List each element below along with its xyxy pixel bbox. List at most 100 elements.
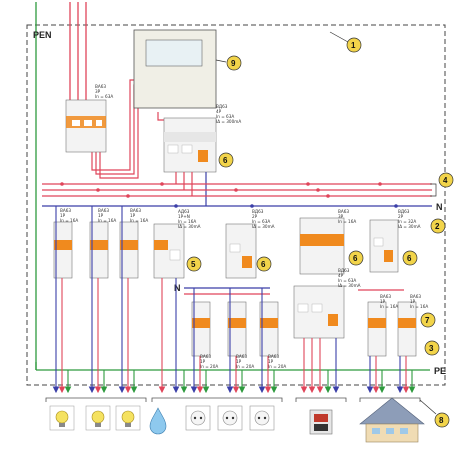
svg-text:6: 6 [223, 156, 228, 165]
main-breaker-name: BA63 [95, 84, 106, 89]
bus-junctions [60, 182, 398, 208]
row1-2-line2: In = 16A [98, 218, 116, 223]
row1-7-line3: IΔ = 30mA [398, 224, 421, 229]
callout-2: 2 [430, 218, 446, 234]
row1-3-line1: 1P [130, 213, 136, 218]
row2-5-line2: In = 16A [380, 304, 398, 309]
row2-3-name: BA63 [268, 354, 279, 359]
main-breaker [65, 99, 107, 153]
row1-7-line1: 2P [398, 214, 404, 219]
socket-icon [217, 405, 243, 431]
pen-label: PEN [33, 30, 52, 40]
row2-4-line3: IΔ = 30mA [338, 283, 361, 288]
svg-text:6: 6 [407, 254, 412, 263]
load-brackets [45, 397, 421, 402]
callout-8: 8 [419, 399, 450, 428]
main-rcd [163, 117, 217, 173]
row2-2-line2: In = 20A [236, 364, 254, 369]
row1-7-line2: In = 32A [398, 219, 416, 224]
svg-text:9: 9 [231, 59, 236, 68]
socket-icon [185, 405, 211, 431]
rcd-row2-4 [293, 285, 345, 339]
row1-6-line2: In = 16A [338, 219, 356, 224]
row2-3-line2: In = 20A [268, 364, 286, 369]
breaker-row2-6 [397, 301, 417, 357]
incoming-lines [35, 2, 87, 370]
row2-1-line2: In = 20A [200, 364, 218, 369]
breaker-row2-5 [367, 301, 387, 357]
outgoing-pe-wires [64, 370, 416, 394]
socket-icon [249, 405, 275, 431]
row1-6-line1: 3P [338, 214, 344, 219]
row2-devices [191, 285, 417, 357]
svg-text:6: 6 [261, 260, 266, 269]
row2-4-line1: 4P [338, 273, 344, 278]
main-rcd-name: ВД63 [216, 104, 228, 109]
row2-3-line1: 1P [268, 359, 274, 364]
main-breaker-line-1: 3P [95, 89, 101, 94]
callout-6-main: 6 [218, 152, 234, 168]
row1-4-line3: IΔ = 30mA [178, 224, 201, 229]
row1-4-line1: 1P+N [178, 214, 190, 219]
svg-text:5: 5 [191, 260, 196, 269]
row2-4-name: ВД63 [338, 268, 350, 273]
svg-text:3: 3 [429, 344, 434, 353]
row1-1-line2: In = 16A [60, 218, 78, 223]
callout-4: 4 [430, 172, 454, 197]
pe-label: PE [434, 366, 446, 376]
house-icon [359, 397, 425, 443]
row2-1-line1: 1P [200, 359, 206, 364]
breaker-row1-2 [89, 221, 109, 279]
main-breaker-line-2: In = 63A [95, 94, 113, 99]
callout-6-row1-a: 6 [256, 256, 272, 272]
svg-text:7: 7 [425, 316, 430, 325]
row2-2-name: BA63 [236, 354, 247, 359]
svg-text:6: 6 [353, 254, 358, 263]
callout-5: 5 [186, 256, 202, 272]
svg-text:2: 2 [435, 222, 440, 231]
svg-text:4: 4 [443, 176, 448, 185]
callout-3: 3 [424, 340, 440, 356]
row1-4-line2: In = 16A [178, 219, 196, 224]
row2-6-line2: In = 16A [410, 304, 428, 309]
neutral-label-top: N [436, 202, 443, 212]
breaker-row2-2 [227, 301, 247, 357]
callout-7: 7 [420, 312, 436, 328]
callout-9: 9 [215, 55, 242, 71]
row1-devices [53, 217, 399, 279]
row1-3-line2: In = 16A [130, 218, 148, 223]
electricity-meter [133, 29, 217, 109]
row1-5-line1: 2P [252, 214, 258, 219]
row1-1-name: BA63 [60, 208, 71, 213]
callout-6-row1-c: 6 [402, 250, 418, 266]
lamp-icon [49, 405, 75, 431]
callout-1: 1 [329, 31, 362, 53]
breaker3p-row1-6 [299, 217, 345, 275]
stove-icon [309, 409, 333, 435]
row1-5-line2: In = 63A [252, 219, 270, 224]
row1-1-line1: 1P [60, 213, 66, 218]
row2-5-line1: 1P [380, 299, 386, 304]
row1-5-line3: IΔ = 30mA [252, 224, 275, 229]
svg-text:8: 8 [439, 416, 444, 425]
main-rcd-line-3: IΔ = 300mA [216, 119, 241, 124]
row1-2-line1: 1P [98, 213, 104, 218]
row2-5-name: BA63 [380, 294, 391, 299]
row1-5-name: ВД63 [252, 209, 264, 214]
row2-6-line1: 1P [410, 299, 416, 304]
row1-2-name: BA63 [98, 208, 109, 213]
rcd-row1-5 [225, 223, 257, 279]
row1-4-name: АД63 [178, 209, 190, 214]
callout-6-row1-b: 6 [348, 250, 364, 266]
lamp-icon [85, 405, 111, 431]
difbreaker-row1-4 [153, 223, 185, 279]
outgoing-neutral-wires [52, 206, 404, 394]
row2-1-name: BA63 [200, 354, 211, 359]
main-rcd-line-1: 4P [216, 109, 222, 114]
breaker-row1-1 [53, 221, 73, 279]
main-rcd-line-2: In = 63A [216, 114, 234, 119]
svg-text:1: 1 [351, 41, 356, 50]
outgoing-phase-wires [58, 278, 410, 394]
row1-7-name: ВД63 [398, 209, 410, 214]
